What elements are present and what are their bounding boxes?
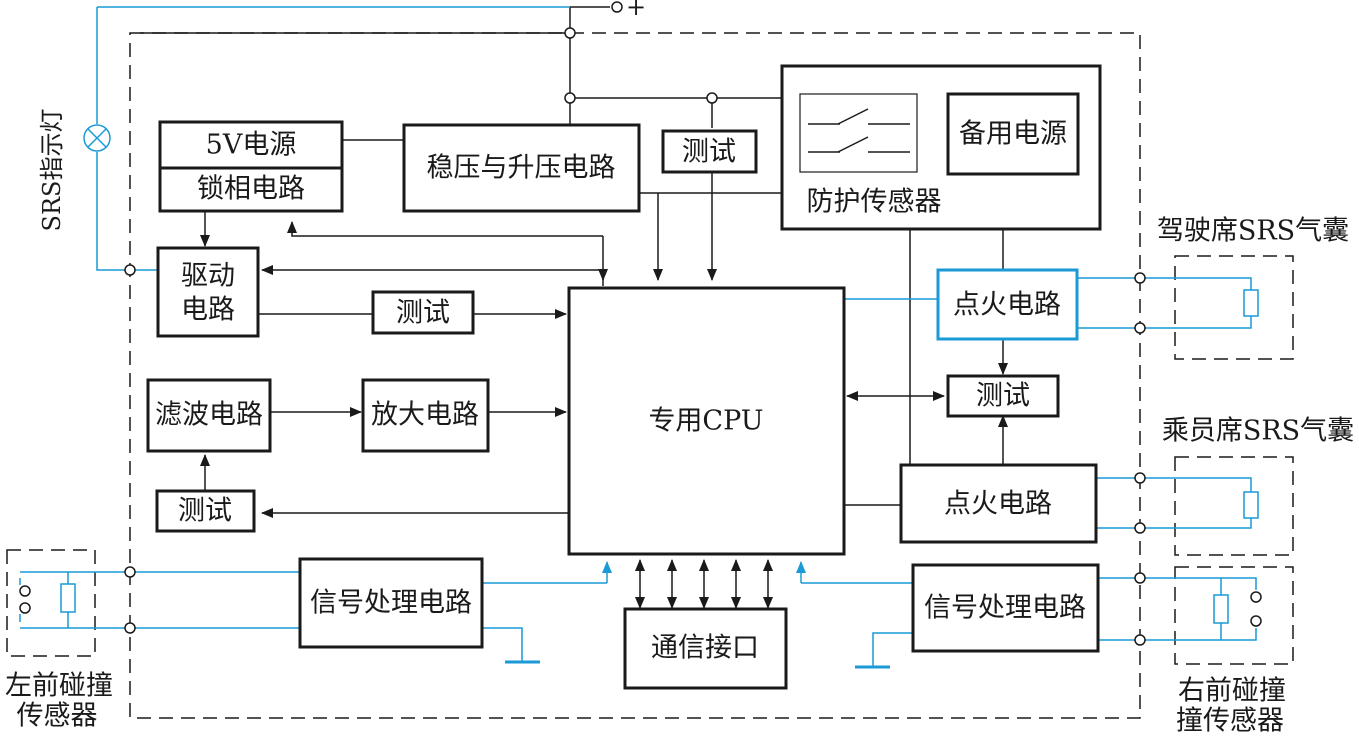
left-sensor-label-1: 左前碰撞 — [5, 671, 113, 702]
pll-label: 锁相电路 — [197, 174, 305, 205]
signal-left-label: 信号处理电路 — [310, 588, 472, 619]
filter-block — [146, 378, 272, 453]
driver-airbag-boundary — [1174, 255, 1294, 360]
driver-airbag-label: 驾驶席SRS气囊 — [1157, 216, 1349, 247]
amplifier-label: 放大电路 — [371, 400, 479, 431]
test-drive-block — [371, 290, 475, 335]
amplifier-block — [361, 378, 490, 453]
srs-lamp-icon — [83, 124, 111, 152]
test-filter-label: 测试 — [178, 496, 232, 527]
drive-circuit-label-2: 电路 — [181, 295, 235, 326]
regulator-block — [402, 123, 641, 213]
drive-circuit-label-1: 驱动 — [181, 261, 235, 292]
switch-symbol-icon — [808, 108, 910, 153]
test-filter-block — [155, 489, 256, 533]
blue-wiring — [19, 6, 1257, 669]
left-sensor-resistor-icon — [60, 583, 76, 613]
right-sensor-label-2: 撞传感器 — [1176, 706, 1284, 737]
ecu-boundary — [129, 32, 1141, 719]
signal-right-block — [911, 563, 1100, 653]
backup-power-block — [946, 92, 1080, 176]
ignition-bottom-block — [899, 463, 1098, 544]
left-sensor-boundary — [6, 549, 96, 657]
test-right-label: 测试 — [976, 381, 1030, 412]
terminal-nodes — [19, 1, 1262, 646]
srs-lamp-label: SRS指示灯 — [38, 109, 66, 232]
protect-sensor-label: 防护传感器 — [807, 187, 942, 218]
right-sensor-resistor-icon — [1213, 594, 1229, 624]
pll-block — [158, 166, 344, 213]
driver-airbag-resistor-icon — [1243, 289, 1259, 317]
backup-power-label: 备用电源 — [959, 119, 1067, 150]
cpu-label: 专用CPU — [648, 406, 763, 437]
drive-circuit-block — [156, 246, 260, 338]
regulator-label: 稳压与升压电路 — [427, 153, 616, 184]
passenger-airbag-resistor-icon — [1243, 491, 1259, 519]
test-top-label: 测试 — [682, 137, 736, 168]
cpu-block — [567, 286, 846, 556]
power-5v-label: 5V电源 — [206, 130, 297, 161]
ignition-bottom-label: 点火电路 — [944, 489, 1052, 520]
test-right-block — [946, 374, 1060, 418]
filter-label: 滤波电路 — [155, 400, 263, 431]
signal-right-label: 信号处理电路 — [924, 593, 1086, 624]
plus-terminal-label: + — [626, 0, 646, 21]
test-top-block — [661, 129, 758, 174]
right-sensor-boundary — [1174, 566, 1294, 665]
signal-left-block — [298, 557, 484, 649]
right-sensor-label-1: 右前碰撞 — [1178, 676, 1286, 707]
switch-frame — [799, 93, 918, 173]
comm-interface-label: 通信接口 — [651, 633, 759, 664]
test-drive-label: 测试 — [396, 298, 450, 329]
passenger-airbag-boundary — [1174, 456, 1294, 556]
left-sensor-label-2: 传感器 — [17, 701, 98, 732]
passenger-airbag-label: 乘员席SRS气囊 — [1162, 416, 1354, 447]
ignition-top-block — [936, 268, 1079, 341]
ignition-top-label: 点火电路 — [953, 290, 1061, 321]
comm-interface-block — [623, 607, 788, 690]
